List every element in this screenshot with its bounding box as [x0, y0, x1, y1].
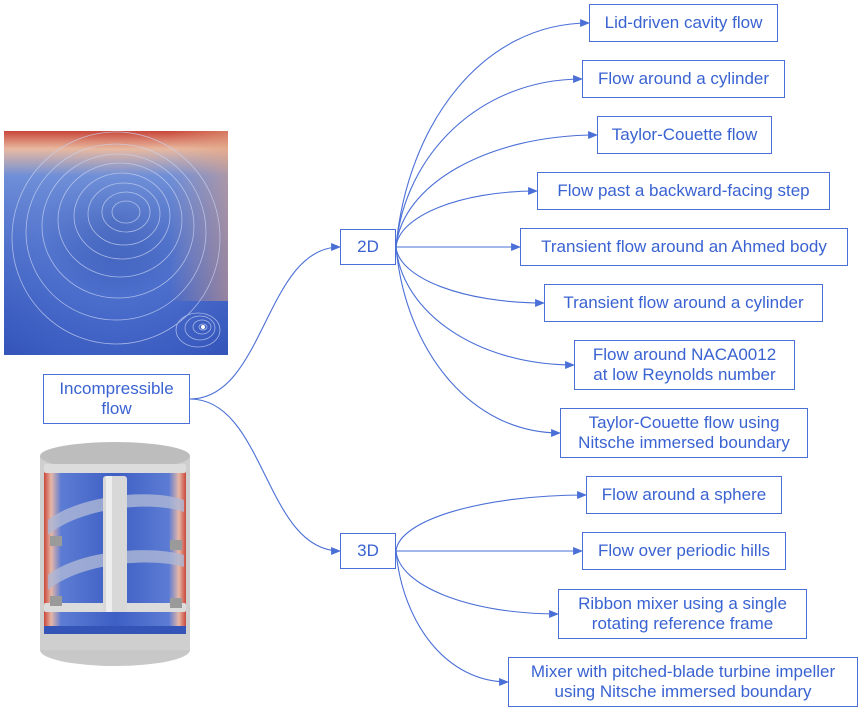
- edge-root-3d: [189, 398, 341, 555]
- leaf-periodic-hills: Flow over periodic hills: [582, 532, 786, 570]
- leaf-taylor-couette-flow: Taylor-Couette flow: [597, 116, 772, 154]
- cavity-flow-image: [4, 131, 228, 355]
- edge-2d-5: [395, 246, 545, 307]
- leaf-ahmed-body: Transient flow around an Ahmed body: [520, 228, 848, 266]
- branch-node-2d: 2D: [340, 229, 396, 265]
- leaf-flow-around-a-sphere: Flow around a sphere: [586, 476, 782, 514]
- edge-2d-7: [395, 246, 561, 437]
- edge-3d-0: [395, 491, 587, 552]
- edge-3d-2: [395, 550, 559, 618]
- root-node-incompressible-flow: Incompressible flow: [43, 374, 190, 424]
- leaf-flow-around-a-cylinder: Flow around a cylinder: [582, 60, 785, 98]
- leaf-lid-driven-cavity-flow: Lid-driven cavity flow: [589, 4, 778, 42]
- edge-2d-2: [395, 131, 598, 248]
- leaf-ribbon-mixer: Ribbon mixer using a single rotating ref…: [558, 589, 807, 639]
- connector-lines: [189, 19, 598, 686]
- edge-3d-3: [395, 550, 509, 686]
- leaf-transient-cylinder: Transient flow around a cylinder: [544, 284, 823, 322]
- leaf-taylor-couette-nitsche: Taylor-Couette flow using Nitsche immers…: [560, 408, 808, 458]
- leaf-pitched-blade-mixer: Mixer with pitched-blade turbine impelle…: [508, 657, 858, 707]
- leaf-backward-facing-step: Flow past a backward-facing step: [537, 172, 830, 210]
- edge-2d-0: [395, 19, 590, 248]
- leaf-naca0012: Flow around NACA0012 at low Reynolds num…: [574, 340, 795, 390]
- ribbon-mixer-image: [40, 442, 190, 666]
- edge-2d-1: [395, 75, 583, 248]
- edge-2d-3: [395, 187, 538, 248]
- edge-root-2d: [189, 243, 341, 400]
- edge-2d-6: [395, 246, 575, 369]
- branch-node-3d: 3D: [340, 533, 396, 569]
